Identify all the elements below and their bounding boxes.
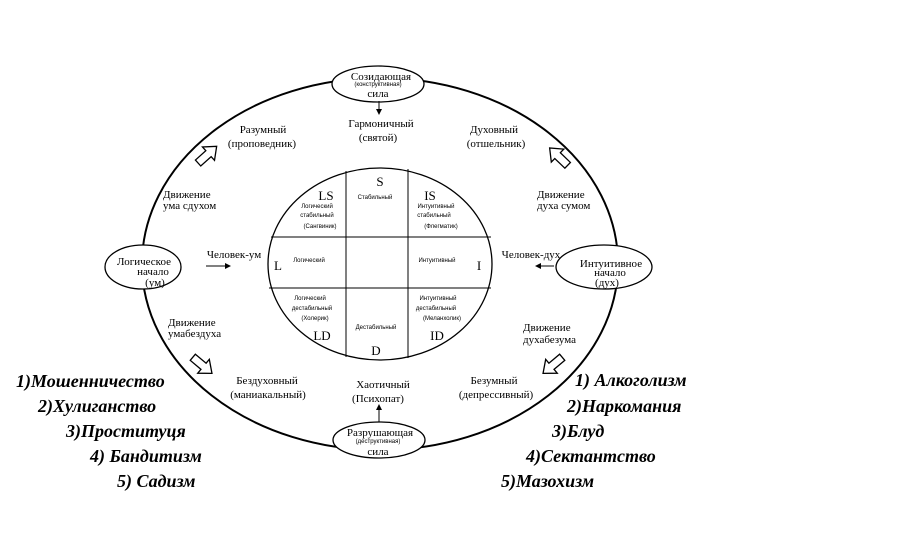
right-list-item-4: 4)Сектантство: [526, 446, 656, 466]
harmonious-sublabel: (святой): [359, 132, 398, 144]
movement-spirit-with-mind-line2: духа сумом: [537, 200, 590, 212]
left-node-line1: Логическое: [117, 256, 171, 268]
right-list-item-1: 1) Алкоголизм: [575, 370, 687, 390]
cell-ls-line1: Логический: [301, 203, 333, 210]
cell-ld-line2: дестабильный: [292, 305, 332, 312]
cell-letter-I: I: [477, 258, 481, 273]
cell-id-line2: дестабильный: [416, 305, 456, 312]
soulless-sublabel: (маниакальный): [230, 389, 306, 401]
left-list-item-5: 5) Садизм: [117, 471, 196, 491]
movement-mind-with-spirit-line1: Движение: [163, 189, 211, 201]
cell-letter-D: D: [371, 343, 380, 358]
left-list-item-3: 3)Проституця: [66, 421, 186, 441]
man-mind-label: Человек-ум: [207, 249, 261, 261]
spiritual-label: Духовный: [470, 124, 518, 136]
right-list-item-3: 3)Блуд: [552, 421, 605, 441]
soulless-label: Бездуховный: [236, 375, 298, 387]
cell-ld-line3: (Холерик): [301, 316, 328, 322]
left-list-item-1: 1)Мошенничество: [16, 371, 165, 391]
hollow-arrow-upper-left-icon: [194, 145, 218, 167]
cell-stable: Стабильный: [358, 194, 393, 201]
right-node-line2: начало: [594, 267, 626, 279]
hollow-arrow-upper-right-icon: [548, 147, 572, 170]
insane-label: Безумный: [471, 375, 518, 387]
inner-temperament-circle: [267, 167, 493, 361]
spiritual-sublabel: (отшельник): [467, 138, 526, 150]
inner-ellipse: [267, 167, 493, 361]
right-list-item-5: 5)Мазохизм: [501, 471, 595, 491]
cell-letter-LD: LD: [313, 328, 330, 343]
chaotic-sublabel: (Психопат): [352, 393, 404, 405]
movement-mind-with-spirit-line2: ума сдухом: [163, 200, 216, 212]
cell-letter-L: L: [274, 258, 282, 273]
rational-sublabel: (проповедник): [228, 138, 297, 150]
bottom-node-line3: сила: [367, 446, 388, 458]
insane-sublabel: (депрессивный): [459, 389, 534, 401]
top-node-line1: Созидающая: [351, 71, 411, 83]
right-node-line3: (дух): [595, 277, 619, 289]
top-node-line3: сила: [367, 88, 388, 100]
right-list-item-2: 2)Наркомания: [567, 396, 682, 416]
movement-spirit-without-mind-line2: духабезума: [523, 334, 576, 346]
cell-ls-line2: стабильный: [300, 212, 333, 219]
cell-id-line1: Интуитивный: [419, 295, 456, 302]
hollow-arrow-lower-left-icon: [189, 353, 213, 375]
cell-ls-line3: (Сангвиник): [303, 224, 336, 230]
intuitive-origin-node: [555, 244, 653, 290]
movement-mind-without-spirit-line1: Движение: [168, 317, 216, 329]
movement-spirit-without-mind-line1: Движение: [523, 322, 571, 334]
cell-is-line1: Интуитивный: [417, 203, 454, 210]
movement-spirit-with-mind-line1: Движение: [537, 189, 585, 201]
chaotic-label: Хаотичный: [356, 379, 410, 391]
right-node-line1: Интуитивное: [580, 258, 642, 270]
left-node-line2: начало: [137, 266, 169, 278]
cell-logical: Логический: [293, 257, 325, 264]
rational-label: Разумный: [240, 124, 287, 136]
cell-letter-LS: LS: [318, 188, 333, 203]
constructive-force-node: [331, 65, 425, 103]
cell-is-line3: (Флегматик): [424, 224, 457, 230]
cell-intuitive: Интуитивный: [418, 257, 455, 264]
left-list-item-4: 4) Бандитизм: [90, 446, 202, 466]
cell-letter-ID: ID: [430, 328, 444, 343]
cell-letter-S: S: [376, 174, 383, 189]
movement-mind-without-spirit-line2: умабездуха: [168, 328, 221, 340]
cell-ld-line1: Логический: [294, 295, 326, 302]
cell-destable: Дестабильный: [356, 324, 397, 331]
cell-id-line3: (Меланхолик): [423, 316, 461, 322]
top-node-line2: (конструктивная): [354, 82, 401, 88]
hollow-arrow-lower-right-icon: [542, 353, 566, 375]
harmonious-label: Гармоничный: [348, 118, 413, 130]
left-list-item-2: 2)Хулиганство: [38, 396, 157, 416]
logical-origin-node: [104, 244, 182, 290]
man-spirit-label: Человек-дух: [502, 249, 561, 261]
cell-letter-IS: IS: [424, 188, 436, 203]
bottom-node-line1: Разрушающая: [347, 427, 413, 439]
left-node-line3: (ум): [145, 277, 165, 289]
cell-is-line2: стабильный: [417, 212, 450, 219]
bottom-node-line2: (деструктивная): [356, 439, 401, 445]
